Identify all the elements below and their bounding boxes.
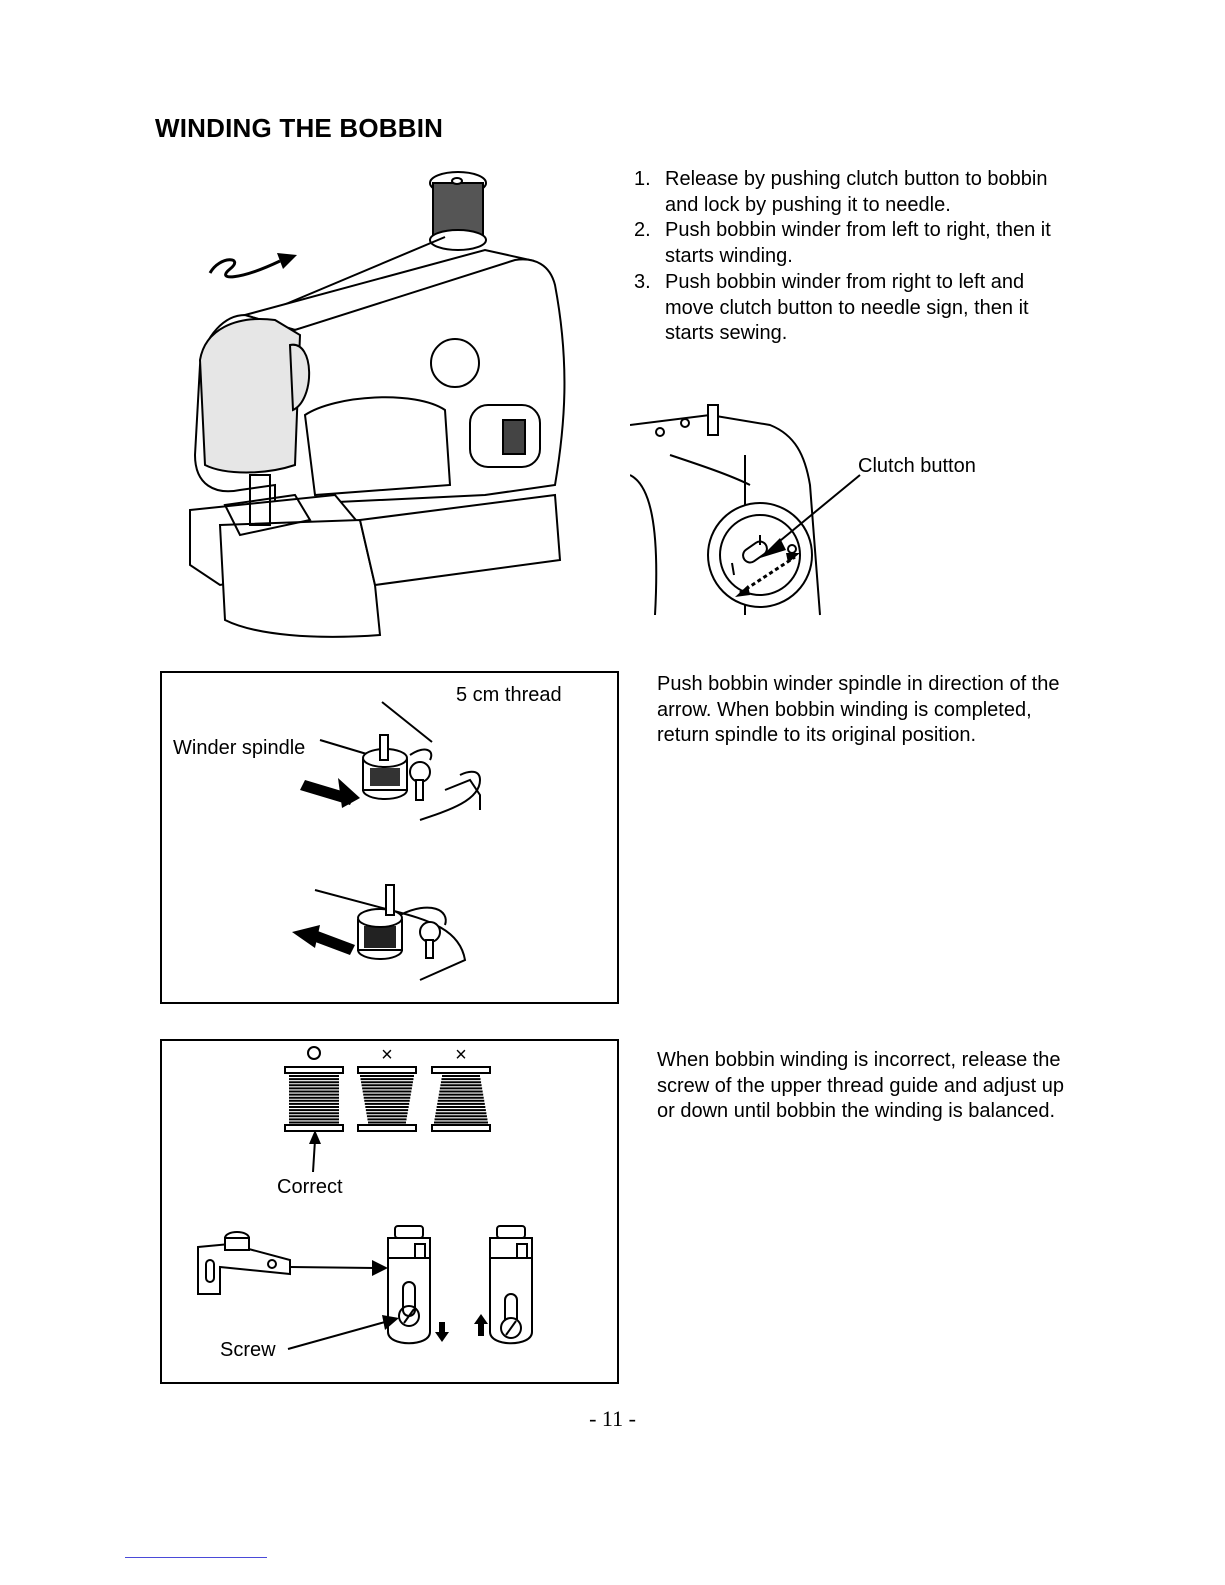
winder-spindle-figure — [160, 671, 619, 1004]
step-text: Push bobbin winder from right to left an… — [665, 270, 1029, 345]
thread-guide-illustration — [197, 1225, 533, 1345]
spindle-description: Push bobbin winder spindle in direction … — [657, 673, 1060, 747]
screw-label: Screw — [220, 1339, 276, 1361]
correct-pointer — [309, 1130, 321, 1173]
step-item: 1. Release by pushing clutch button to b… — [634, 167, 1054, 218]
footer-rule — [125, 1557, 267, 1558]
step-text: Push bobbin winder from left to right, t… — [665, 219, 1051, 268]
spindle-label: Winder spindle — [173, 737, 306, 759]
step-item: 2. Push bobbin winder from left to right… — [634, 218, 1054, 269]
step-item: 3. Push bobbin winder from right to left… — [634, 270, 1054, 347]
winder-spindle-illustration — [292, 701, 482, 981]
step-number: 1. — [634, 168, 651, 190]
sewing-machine-illustration — [189, 171, 566, 638]
clutch-pointer — [760, 474, 861, 558]
instruction-steps: 1. Release by pushing clutch button to b… — [634, 167, 1054, 347]
bobbin-winding-comparison: × × — [284, 1044, 491, 1132]
correct-label: Correct — [277, 1176, 343, 1198]
page-title: WINDING THE BOBBIN — [155, 113, 444, 143]
step-text: Release by pushing clutch button to bobb… — [665, 168, 1048, 216]
clutch-button-illustration — [630, 404, 821, 616]
step-number: 2. — [634, 219, 651, 242]
balance-description: When bobbin winding is incorrect, releas… — [657, 1049, 1064, 1123]
clutch-button-label: Clutch button — [858, 455, 976, 477]
incorrect-mark: × — [381, 1044, 393, 1066]
page-number: - 11 - — [589, 1406, 636, 1431]
step-number: 3. — [634, 270, 651, 293]
incorrect-mark: × — [455, 1044, 467, 1066]
screw-pointer — [287, 1315, 399, 1350]
thread-label: 5 cm thread — [456, 684, 562, 706]
bobbin-balance-figure — [160, 1039, 619, 1384]
